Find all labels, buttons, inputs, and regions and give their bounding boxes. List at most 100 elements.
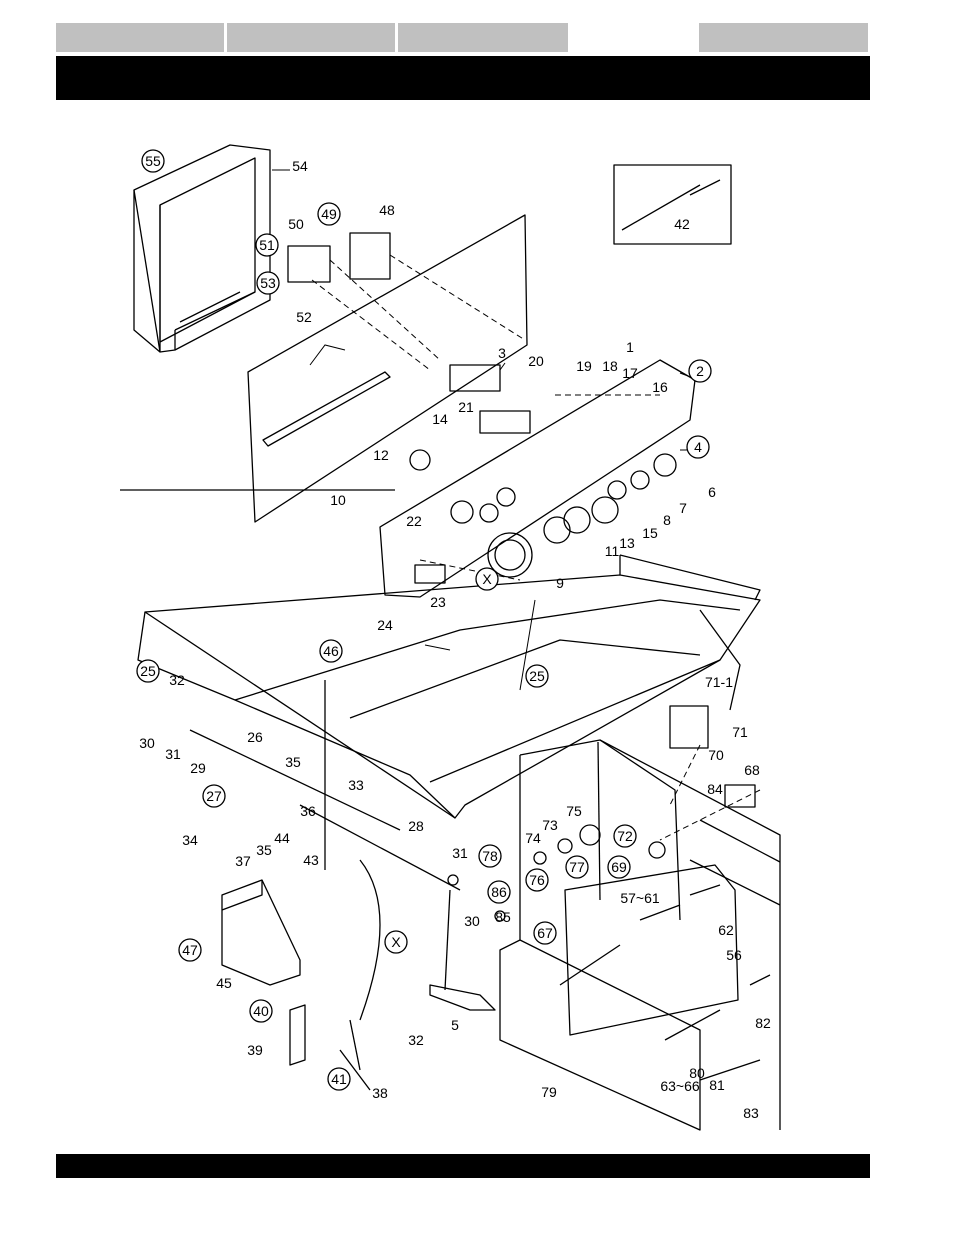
callout-label: 51 — [259, 237, 275, 253]
callout-label: 69 — [611, 859, 627, 875]
callout-label: 78 — [482, 848, 498, 864]
callout-circle — [487, 880, 511, 904]
callout-label: 43 — [303, 852, 319, 868]
callout-label: 56 — [726, 947, 742, 963]
callout-label: 19 — [576, 358, 592, 374]
callout-label: 20 — [528, 353, 544, 369]
callout-label: 24 — [377, 617, 393, 633]
header-tab-1 — [56, 23, 224, 52]
callout-label: 9 — [556, 575, 564, 591]
callout-label: 75 — [566, 803, 582, 819]
callout-label: 22 — [406, 513, 422, 529]
callout-label: 5 — [451, 1017, 459, 1033]
callout-label: 12 — [373, 447, 389, 463]
callout-label: 86 — [491, 884, 507, 900]
callout-circle — [565, 855, 589, 879]
callout-circle — [686, 435, 710, 459]
callout-label: 29 — [190, 760, 206, 776]
callout-label: 73 — [542, 817, 558, 833]
callout-label: 7 — [679, 500, 687, 516]
callout-label: 62 — [718, 922, 734, 938]
callout-label: 11 — [605, 543, 620, 559]
callout-label: 49 — [321, 206, 337, 222]
callout-circle — [141, 149, 165, 173]
callout-label: 37 — [235, 853, 251, 869]
callout-label: 48 — [379, 202, 395, 218]
section-marker-label: X — [482, 571, 492, 587]
callout-label: 38 — [372, 1085, 388, 1101]
callout-circle — [525, 664, 549, 688]
callout-label: 25 — [529, 668, 545, 684]
callout-label: 8 — [663, 512, 671, 528]
callout-label: 41 — [331, 1071, 347, 1087]
callout-circle — [613, 824, 637, 848]
header-tab-3 — [398, 23, 568, 52]
callout-circle — [202, 784, 226, 808]
callout-circle — [688, 359, 712, 383]
section-marker-circle — [475, 567, 499, 591]
callout-circle — [178, 938, 202, 962]
callout-label: 31 — [452, 845, 468, 861]
callout-label: 53 — [260, 275, 276, 291]
callout-label: 54 — [292, 158, 308, 174]
callout-label: 47 — [182, 942, 198, 958]
callout-label: 33 — [348, 777, 364, 793]
callout-circle — [319, 639, 343, 663]
callout-label: 17 — [622, 365, 638, 381]
callout-label: 16 — [652, 379, 668, 395]
callout-label: 74 — [525, 830, 541, 846]
title-bar — [56, 56, 870, 100]
callout-label: 14 — [432, 411, 448, 427]
header-tab-4 — [699, 23, 868, 52]
callout-label: 85 — [495, 909, 511, 925]
callout-label: 71 — [732, 724, 748, 740]
callout-label: 71-1 — [705, 674, 733, 690]
callout-label: 3 — [498, 345, 506, 361]
callout-label: 82 — [755, 1015, 771, 1031]
callout-label: 76 — [529, 872, 545, 888]
callout-label: 25 — [140, 663, 156, 679]
callout-label: 27 — [206, 788, 222, 804]
callout-circle — [249, 999, 273, 1023]
callout-label: 15 — [642, 525, 658, 541]
callout-label: 34 — [182, 832, 198, 848]
callout-label: 68 — [744, 762, 760, 778]
callout-label: 80 — [689, 1065, 705, 1081]
callout-label: 26 — [247, 729, 263, 745]
callout-circle — [533, 921, 557, 945]
callout-label: 31 — [165, 746, 181, 762]
callout-label: 4 — [694, 439, 702, 455]
callout-label: 18 — [602, 358, 618, 374]
callout-label: 63~66 — [660, 1078, 700, 1094]
callout-label: 6 — [708, 484, 716, 500]
callout-circle — [317, 202, 341, 226]
callout-label: 1 — [626, 339, 634, 355]
callout-label: 70 — [708, 747, 724, 763]
callout-circle — [136, 659, 160, 683]
callout-label: 57~61 — [620, 890, 660, 906]
footer-bar — [56, 1154, 870, 1178]
callout-label: 83 — [743, 1105, 759, 1121]
callout-label: 30 — [139, 735, 155, 751]
callout-circle — [607, 855, 631, 879]
callout-label: 28 — [408, 818, 424, 834]
callout-circle — [384, 930, 408, 954]
callout-label: 36 — [300, 803, 316, 819]
callout-label: 50 — [288, 216, 304, 232]
callout-label: 21 — [458, 399, 474, 415]
callout-label: 79 — [541, 1084, 557, 1100]
callout-label: 45 — [216, 975, 232, 991]
callout-label: 2 — [696, 363, 704, 379]
callout-circle — [255, 233, 279, 257]
callout-label: 10 — [330, 492, 346, 508]
callout-label: 55 — [145, 153, 161, 169]
callout-label: 52 — [296, 309, 312, 325]
callout-label: 39 — [247, 1042, 263, 1058]
callout-label: 23 — [430, 594, 446, 610]
callout-circle — [256, 271, 280, 295]
callout-label: 67 — [537, 925, 553, 941]
detail-box-label: 42 — [674, 216, 690, 232]
callout-label: 35 — [256, 842, 272, 858]
callout-label: 32 — [169, 672, 185, 688]
callout-label: 40 — [253, 1003, 269, 1019]
